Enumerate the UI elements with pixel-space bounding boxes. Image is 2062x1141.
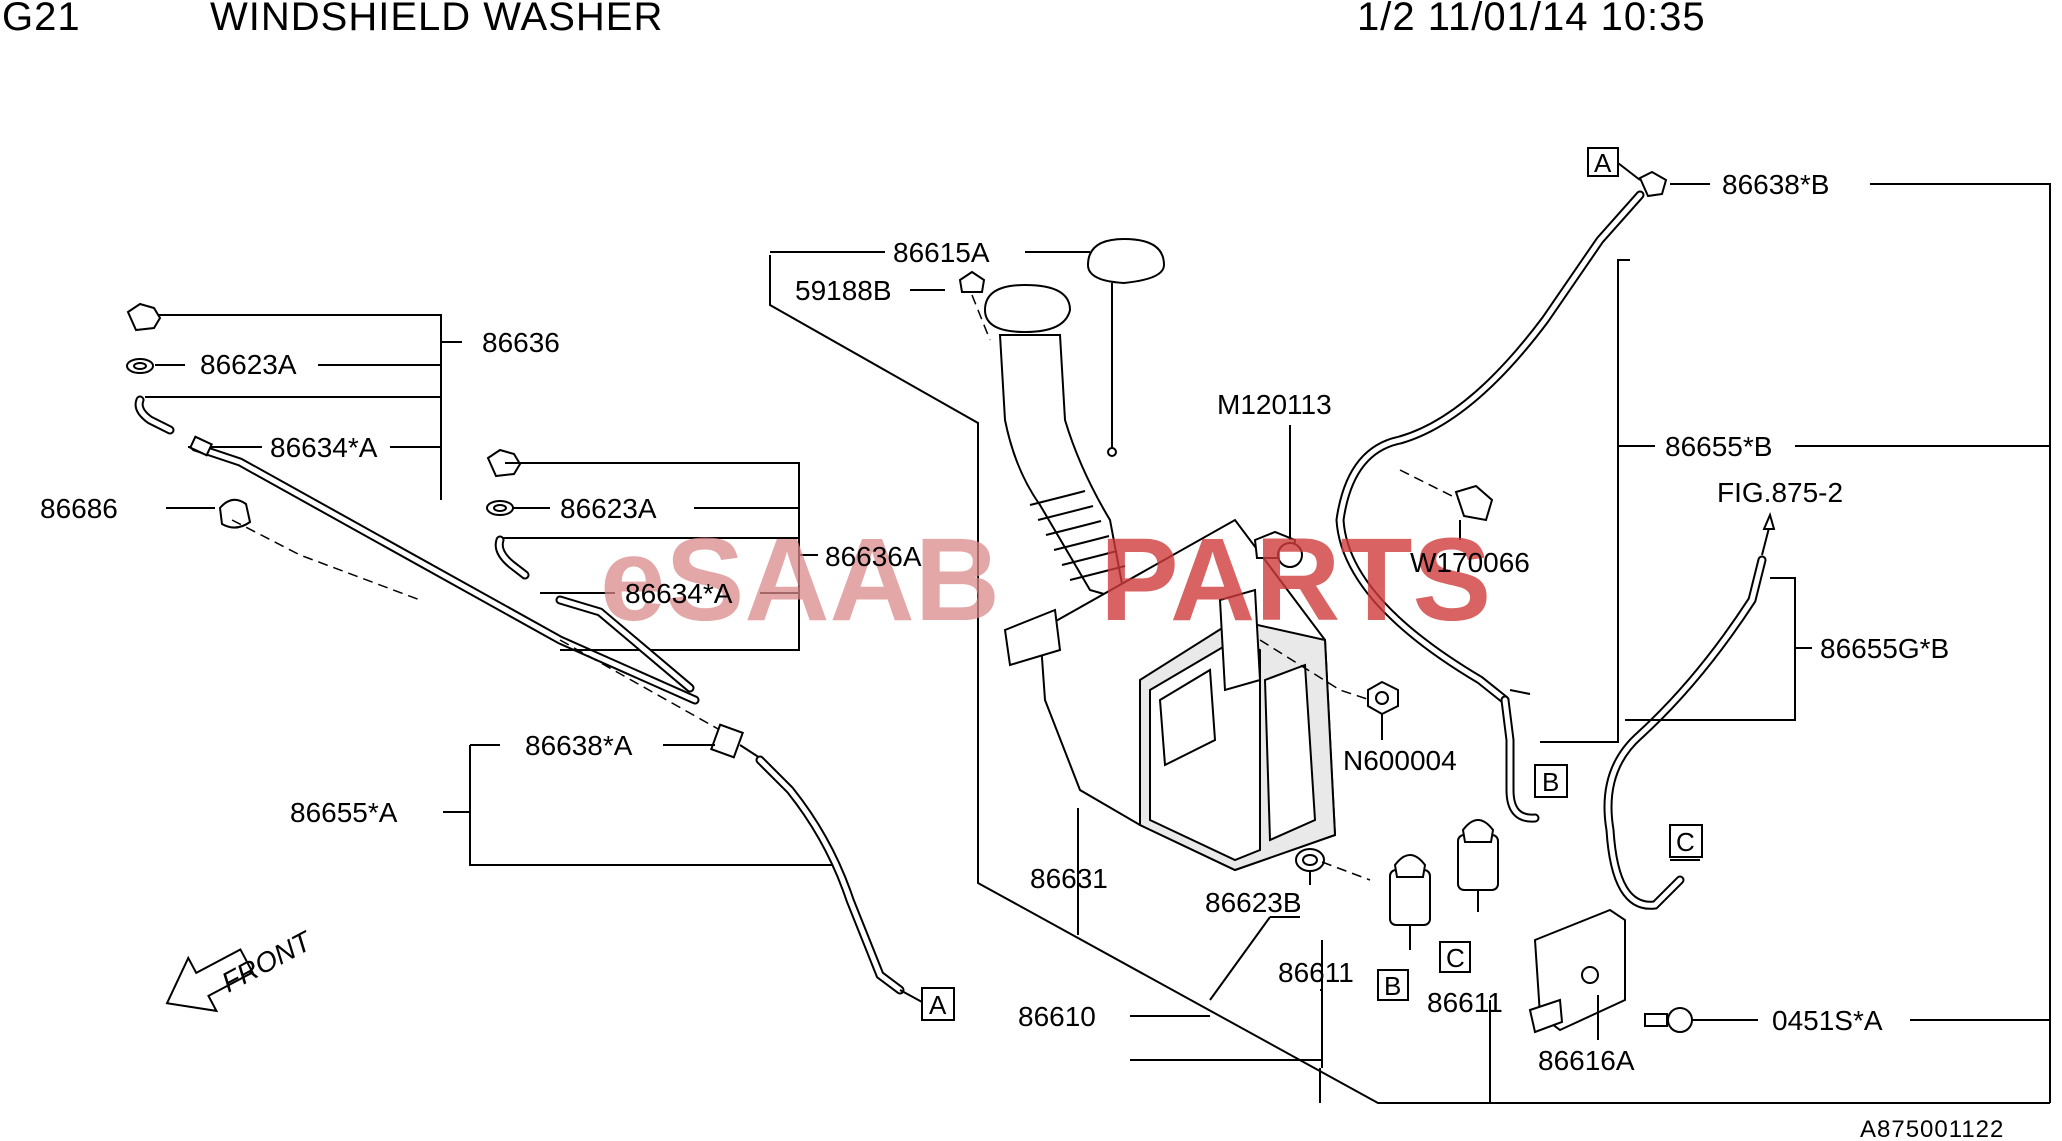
connector-box-c-bottom: C xyxy=(1439,941,1471,973)
label-86636A: 86636A xyxy=(825,541,922,572)
grommet-86623B xyxy=(1295,848,1371,881)
hose-joint-86634A-left xyxy=(188,435,214,457)
svg-text:C: C xyxy=(1446,943,1465,973)
filler-neck xyxy=(983,283,1127,602)
washer-nozzle-left xyxy=(126,302,162,374)
bracket-86638B xyxy=(1870,183,2051,1103)
svg-text:C: C xyxy=(1676,827,1695,857)
label-86611-2: 86611 xyxy=(1427,987,1503,1018)
leader-86623B-diag xyxy=(1209,916,1271,1001)
label-fig-875-2: FIG.875-2 xyxy=(1717,477,1843,508)
connector-box-a-bottom: A xyxy=(921,987,955,1021)
joint-86655B xyxy=(1509,689,1531,695)
connector-box-c-right: C xyxy=(1669,824,1703,858)
leader-86636A-bracket xyxy=(505,462,800,651)
leader-86636-bracket xyxy=(150,314,442,500)
t-connector-86638A xyxy=(700,723,761,759)
bracket-86655A xyxy=(469,744,840,866)
connector-box-a-top: A xyxy=(1587,147,1619,178)
diagram-code: G21 xyxy=(2,0,81,39)
label-86655A: 86655*A xyxy=(290,797,398,828)
bracket-86655B-inner xyxy=(1540,259,1630,743)
nut-N600004 xyxy=(1367,680,1399,716)
label-86631: 86631 xyxy=(1030,863,1108,894)
svg-text:B: B xyxy=(1384,971,1401,1001)
svg-text:B: B xyxy=(1542,767,1559,797)
label-86623B: 86623B xyxy=(1205,887,1302,918)
label-86638B: 86638*B xyxy=(1722,169,1829,200)
hose-clip-86686 xyxy=(218,498,421,601)
page-info: 1/2 11/01/14 10:35 xyxy=(1357,0,1706,39)
hose-left-lower xyxy=(755,755,905,995)
bracket-86655GB xyxy=(1625,577,1796,721)
connector-box-b-right: B xyxy=(1534,764,1568,798)
label-86615A: 86615A xyxy=(893,237,990,268)
leader-box-a-top xyxy=(1617,162,1641,181)
diagram-title: WINDSHIELD WASHER xyxy=(210,0,663,39)
washer-nozzle-right xyxy=(486,448,522,516)
bolt-59188B xyxy=(958,270,991,341)
label-59188B: 59188B xyxy=(795,275,892,306)
leader-86611-1 xyxy=(1319,989,1323,1103)
washer-pump-2 xyxy=(1457,819,1499,912)
bolt-M120113 xyxy=(1253,530,1303,568)
label-86686: 86686 xyxy=(40,493,118,524)
bracket-86616A xyxy=(1528,908,1626,1034)
reservoir-cap-86615A xyxy=(1086,237,1166,457)
label-86634A-2: 86634*A xyxy=(625,578,733,609)
watermark-parts: PARTS xyxy=(1100,514,1491,646)
hose-clip-W170066 xyxy=(1454,484,1494,522)
label-86655GB: 86655G*B xyxy=(1820,633,1949,664)
arrow-up-icon xyxy=(1762,512,1776,530)
hose-dash-link xyxy=(559,639,721,731)
label-86611-1: 86611 xyxy=(1278,957,1354,988)
front-arrow-icon xyxy=(165,948,254,1013)
svg-text:A: A xyxy=(1594,148,1612,178)
label-86634A-1: 86634*A xyxy=(270,432,378,463)
label-86623A-1: 86623A xyxy=(200,349,297,380)
connector-box-b-bottom: B xyxy=(1377,969,1409,1001)
label-N600004: N600004 xyxy=(1343,745,1457,776)
t-connector-86638B xyxy=(1638,170,1668,198)
washer-reservoir-86631 xyxy=(1003,518,1371,872)
watermark-esaab: eSAAB xyxy=(600,514,1000,646)
label-86610: 86610 xyxy=(1018,1001,1096,1032)
label-W170066: W170066 xyxy=(1410,547,1530,578)
label-86636: 86636 xyxy=(482,327,560,358)
leader-box-a-bottom xyxy=(899,989,923,1003)
label-0451SA: 0451S*A xyxy=(1772,1005,1883,1036)
label-86616A: 86616A xyxy=(1538,1045,1635,1076)
clip-dash-W170066 xyxy=(1399,469,1461,501)
label-86638A: 86638*A xyxy=(525,730,633,761)
label-M120113: M120113 xyxy=(1217,389,1332,420)
screw-0451SA xyxy=(1644,1007,1693,1033)
label-86623A-2: 86623A xyxy=(560,493,657,524)
reference-code: A875001122 xyxy=(1860,1116,2004,1141)
label-86655B: 86655*B xyxy=(1665,431,1772,462)
svg-text:A: A xyxy=(929,990,947,1020)
leader-86615A-bracket xyxy=(769,255,1745,1104)
washer-pump-1 xyxy=(1389,854,1431,945)
